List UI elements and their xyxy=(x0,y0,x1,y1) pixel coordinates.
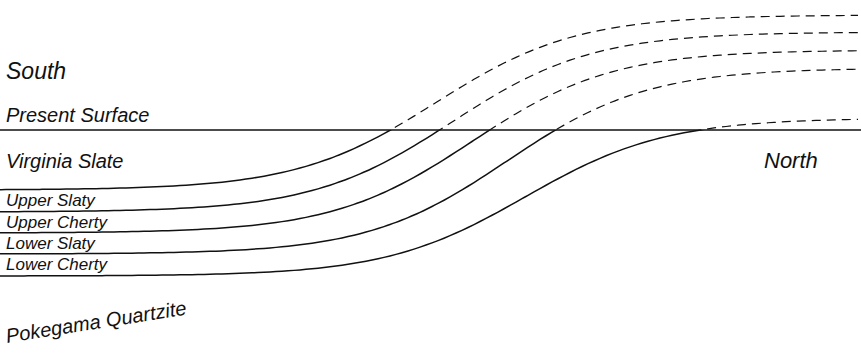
layer-boundary xyxy=(0,130,858,276)
layer-boundary xyxy=(0,130,858,254)
layer-name: Upper Cherty xyxy=(6,214,107,231)
surface-line xyxy=(0,129,861,131)
direction-label: South xyxy=(6,60,66,83)
layer-boundary xyxy=(0,130,858,190)
layer-name: Lower Slaty xyxy=(6,235,95,252)
layer-name: Virginia Slate xyxy=(6,151,123,171)
direction-label: North xyxy=(764,150,818,172)
layer-name: Upper Slaty xyxy=(6,192,95,209)
surface-label: Present Surface xyxy=(6,105,149,125)
layer-boundary xyxy=(0,130,858,233)
eroded-boundary xyxy=(0,33,858,130)
eroded-boundary xyxy=(0,15,858,130)
strata-lines xyxy=(0,15,858,275)
layer-boundary xyxy=(0,130,858,212)
eroded-boundary xyxy=(0,69,858,130)
eroded-boundary xyxy=(0,51,858,130)
layer-name: Lower Cherty xyxy=(6,256,107,273)
layer-name: Pokegama Quartzite xyxy=(4,298,187,346)
